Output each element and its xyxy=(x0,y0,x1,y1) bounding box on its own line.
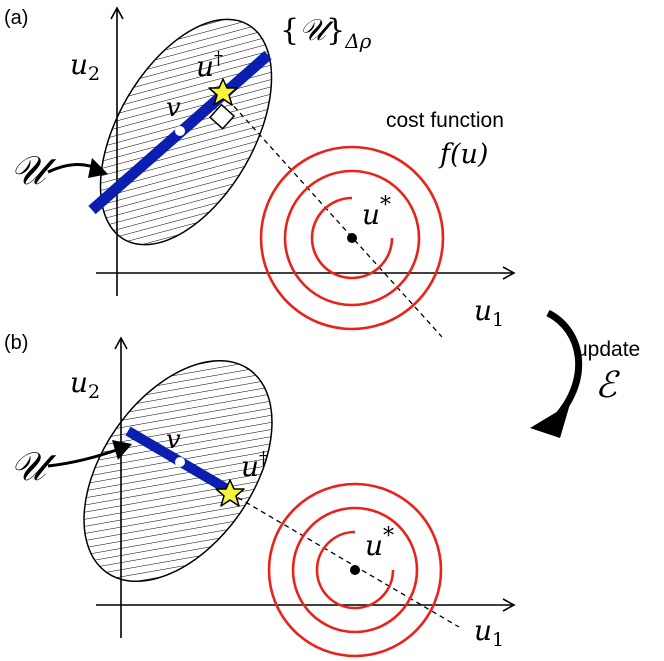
panel-b-contour-middle xyxy=(291,506,419,634)
panel-a-cost-fn-label: f(u) xyxy=(438,139,488,170)
panel-a-tag: (a) xyxy=(4,7,28,29)
update-arrow xyxy=(546,309,583,421)
panel-a-minimum-point xyxy=(347,233,357,243)
panel-a-contour-inner xyxy=(310,196,394,280)
update-symbol: ℰ xyxy=(595,365,620,406)
panel-b-udagger-label: u† xyxy=(241,448,268,483)
update-label: update xyxy=(576,338,640,361)
panel-a-y-axis-arrow-icon xyxy=(110,6,124,20)
panel-a-x-axis-arrow-icon xyxy=(502,266,516,280)
panel-b-v-point xyxy=(175,457,185,467)
panel-a: (a) u2 u1 v u† u* {𝒰}Δρ cost funct xyxy=(4,6,516,338)
panel-b-y-axis-arrow-icon xyxy=(114,336,128,350)
panel-b-x-axis-arrow-icon xyxy=(502,598,516,612)
panel-b-x-axis-label: u1 xyxy=(474,614,504,651)
panel-a-ustar-label: u* xyxy=(362,193,391,231)
update-arrow-group: update ℰ xyxy=(530,309,640,438)
panel-b-y-axis-label: u2 xyxy=(70,366,100,403)
panel-a-contour-middle xyxy=(283,169,421,307)
panel-b-minimum-point xyxy=(350,565,360,575)
panel-b-contour-inner xyxy=(315,530,395,610)
panel-a-cost-label: cost function xyxy=(386,109,504,132)
panel-b-v-label: v xyxy=(166,425,181,455)
panel-a-feasible-region xyxy=(99,18,273,246)
panel-b-star-icon xyxy=(215,479,245,507)
panel-b-contour-outer xyxy=(267,482,443,658)
panel-a-udagger-label: u† xyxy=(196,48,223,83)
panel-b-set-pointer-arrowhead-icon xyxy=(112,440,132,460)
panel-a-star-icon xyxy=(208,78,238,106)
panel-b-ustar-label: u* xyxy=(365,524,394,562)
panel-b: (b) u2 u1 v u† u* 𝒰 xyxy=(4,332,516,658)
panel-a-v-label: v xyxy=(166,93,181,123)
panel-a-projection-line xyxy=(221,92,443,338)
panel-a-v-point xyxy=(175,126,185,136)
panel-a-right-angle-marker xyxy=(208,103,236,130)
panel-a-set-pointer-arrowhead-icon xyxy=(88,158,108,178)
panel-b-set-pointer-arrow xyxy=(47,446,123,468)
update-arrowhead-icon xyxy=(530,404,570,438)
panel-a-contour-outer xyxy=(259,145,445,331)
panel-a-x-axis-label: u1 xyxy=(474,294,504,331)
panel-b-feasible-region xyxy=(83,359,273,583)
panel-b-tag: (b) xyxy=(4,332,28,354)
panel-a-region-label: {𝒰}Δρ xyxy=(280,13,372,53)
panel-a-y-axis-label: u2 xyxy=(70,48,100,85)
